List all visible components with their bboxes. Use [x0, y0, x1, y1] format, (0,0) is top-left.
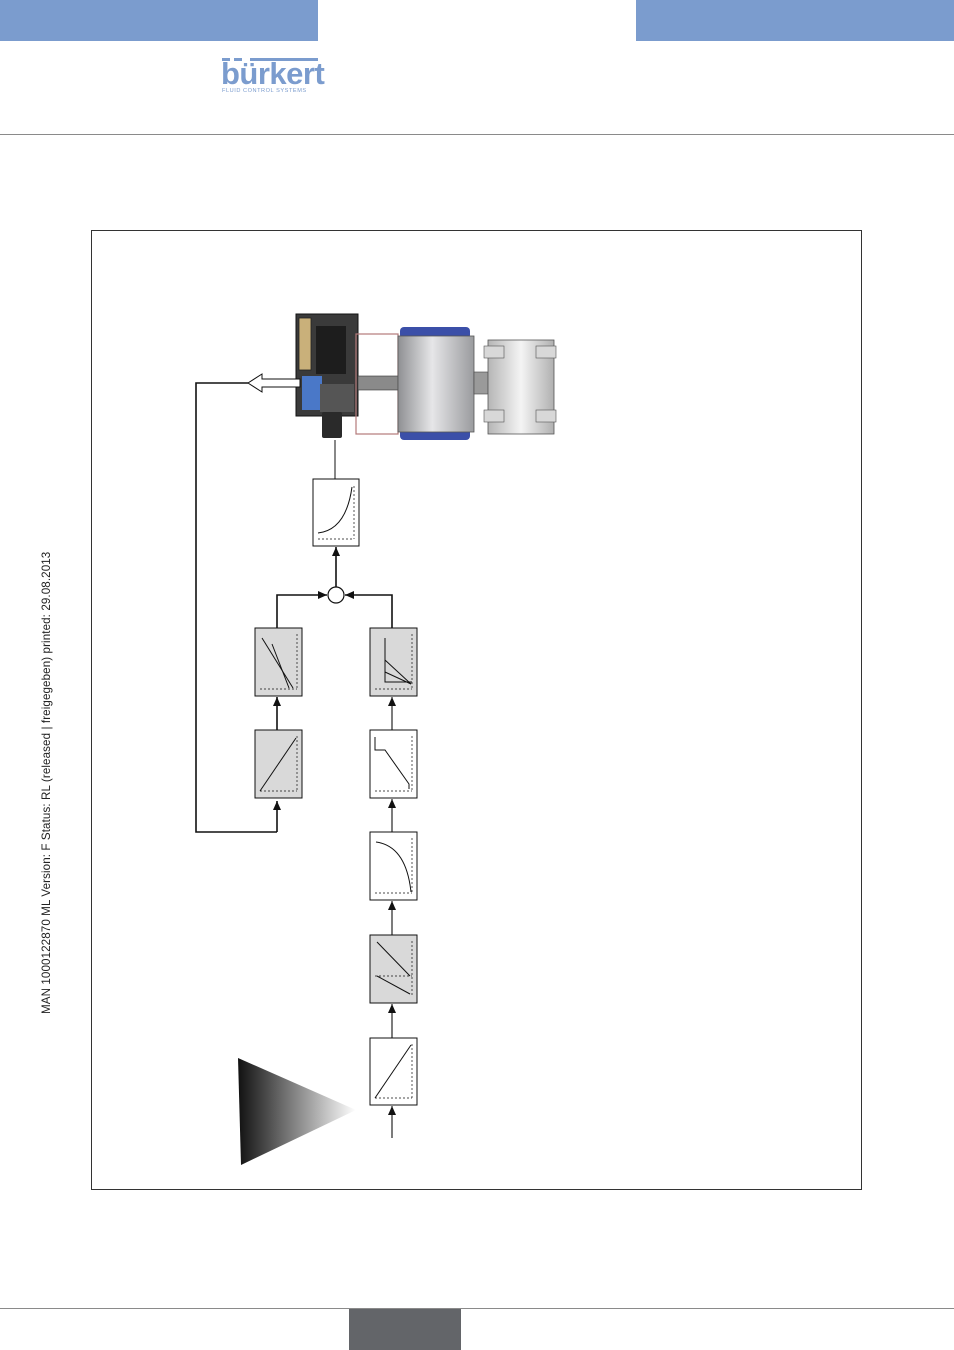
feedback-hollow-arrow	[248, 374, 300, 392]
coupling-shaft	[358, 376, 398, 390]
valve-flange-top-left	[484, 346, 504, 358]
positioner-lower-block	[320, 384, 354, 412]
cable-gland	[322, 412, 342, 438]
right-box-1	[370, 628, 417, 696]
actuator-stem	[474, 372, 488, 394]
left-branch-to-junction	[277, 595, 327, 628]
right-branch-to-junction	[345, 595, 392, 628]
summing-junction	[328, 587, 344, 603]
valve-flange-top-right	[536, 346, 556, 358]
page-number-tab	[349, 1309, 461, 1350]
right-box-4	[370, 935, 417, 1003]
footer-rule	[0, 1308, 954, 1309]
positioner-panel	[299, 318, 311, 370]
valve-flange-bottom-left	[484, 410, 504, 422]
right-box-2	[370, 730, 417, 798]
right-box-5	[370, 1038, 417, 1105]
positioner-actuator-valve-illustration	[296, 314, 556, 440]
left-box-lower	[255, 730, 302, 798]
valve-flange-bottom-right	[536, 410, 556, 422]
left-box-upper	[255, 628, 302, 696]
output-characteristic-box	[313, 479, 359, 546]
right-box-3	[370, 832, 417, 900]
setpoint-gradient-wedge	[238, 1058, 356, 1165]
positioner-blue-part	[302, 376, 322, 410]
positioner-electronics	[316, 326, 346, 374]
actuator-body	[398, 336, 474, 432]
